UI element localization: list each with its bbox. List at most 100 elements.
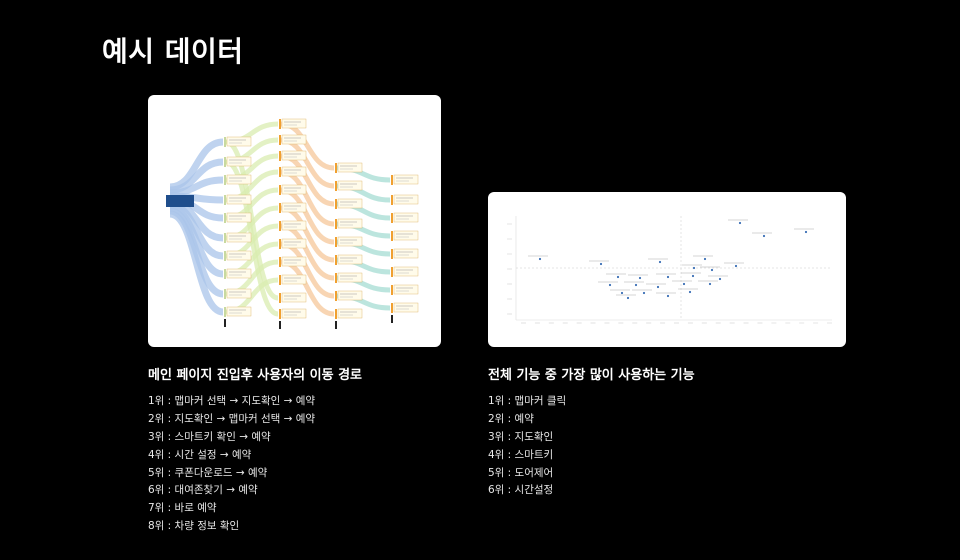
scatter-point [682,282,686,286]
sankey-column-end [335,321,337,329]
sankey-node-label-box [393,302,419,313]
sankey-flow [225,159,279,317]
sankey-node-bar [224,213,226,223]
sankey-node-bar [335,291,337,301]
scatter-point [708,282,712,286]
sankey-node-bar [279,151,281,161]
sankey-column-end [224,319,226,327]
sankey-node-bar [335,163,337,173]
scatter-point [608,283,612,287]
rank-item: 4위 : 시간 설정 → 예약 [148,448,252,461]
rank-item: 2위 : 예약 [488,412,534,425]
sankey-diagram-image [148,95,441,347]
sankey-node-bar [279,119,281,129]
sankey-node-bar [224,251,226,261]
scatter-point [692,266,696,270]
sankey-node-label-box [393,248,419,259]
sankey-node-bar [391,175,393,185]
scatter-point [626,296,630,300]
scatter-point [638,276,642,280]
sankey-node-bar [335,181,337,191]
scatter-point [734,264,738,268]
sankey-node-bar [279,257,281,267]
scatter-point [804,230,808,234]
sankey-node-bar [279,293,281,303]
feature-ranking-list: 1위 : 맵마커 클릭 2위 : 예약 3위 : 지도확인 4위 : 스마트키 … [488,393,566,500]
sankey-node-label-box [281,118,307,129]
scatter-point [666,294,670,298]
sankey-node-label-box [393,266,419,277]
sankey-node-label-box [281,238,307,249]
sankey-node-label-box [226,268,252,279]
sankey-node-label-box [226,306,252,317]
rank-item: 4위 : 스마트키 [488,448,554,461]
scatter-point [718,277,722,281]
rank-item: 1위 : 맵마커 선택 → 지도확인 → 예약 [148,395,316,407]
sankey-node-label-box [281,274,307,285]
sankey-node-label-box [393,194,419,205]
sankey-node-bar [279,239,281,249]
sankey-node-label-box [226,250,252,261]
scatter-point [703,257,707,261]
sankey-node-bar [391,303,393,313]
sankey-node-label-box [226,174,252,185]
scatter-point [616,275,620,279]
sankey-node-bar [224,195,226,205]
sankey-node-bar [335,255,337,265]
scatter-point [658,260,662,264]
sankey-node-label-box [281,184,307,195]
scatter-point [634,283,638,287]
sankey-node-label-box [226,136,252,147]
scatter-point [738,221,742,225]
sankey-node-bar [224,137,226,147]
sankey-node-label-box [337,162,363,173]
sankey-node-label-box [281,256,307,267]
scatter-point [691,274,695,278]
sankey-node-bar [391,285,393,295]
sankey-node-label-box [337,254,363,265]
scatter-point [620,291,624,295]
sankey-node-bar [391,267,393,277]
scatter-point [666,275,670,279]
sankey-node-label-box [226,288,252,299]
sankey-node-label-box [226,194,252,205]
sankey-node-label-box [337,272,363,283]
sankey-node-label-box [337,218,363,229]
sankey-node-label-box [281,292,307,303]
sankey-node-bar [279,185,281,195]
sankey-node-label-box [281,308,307,319]
sankey-node-bar [279,135,281,145]
sankey-flow [225,139,279,301]
sankey-node-bar [335,237,337,247]
sankey-column-end [279,321,281,329]
feature-usage-scatter [507,216,832,324]
sankey-node-bar [279,309,281,319]
sankey-node-label-box [393,284,419,295]
rank-item: 1위 : 맵마커 클릭 [488,395,567,407]
sankey-node-bar [391,213,393,223]
sankey-node-label-box [281,134,307,145]
sankey-node-label-box [337,236,363,247]
scatter-point [656,285,660,289]
sankey-node-label-box [393,174,419,185]
sankey-node-label-box [393,212,419,223]
rank-item: 5위 : 쿠폰다운로드 → 예약 [148,466,268,479]
rank-item: 6위 : 대여존찾기 → 예약 [148,484,258,497]
sankey-node-label-box [281,220,307,231]
feature-usage-heading: 전체 기능 중 가장 많이 사용하는 기능 [488,368,695,383]
sankey-node-bar [224,175,226,185]
sankey-node-bar [335,309,337,319]
scatter-chart-image [488,192,846,347]
sankey-flow [169,210,224,316]
user-path-ranking-list: 1위 : 맵마커 선택 → 지도확인 → 예약 2위 : 지도확인 → 맵마커 … [148,393,315,536]
sankey-node-bar [279,167,281,177]
sankey-node-label-box [337,180,363,191]
scatter-point [599,262,603,266]
rank-item: 7위 : 바로 예약 [148,502,217,515]
sankey-node-bar [335,219,337,229]
sankey-node-label-box [281,166,307,177]
scatter-point [538,257,542,261]
sankey-node-label-box [393,230,419,241]
sankey-node-bar [224,269,226,279]
page-title: 예시 데이터 [102,35,244,68]
